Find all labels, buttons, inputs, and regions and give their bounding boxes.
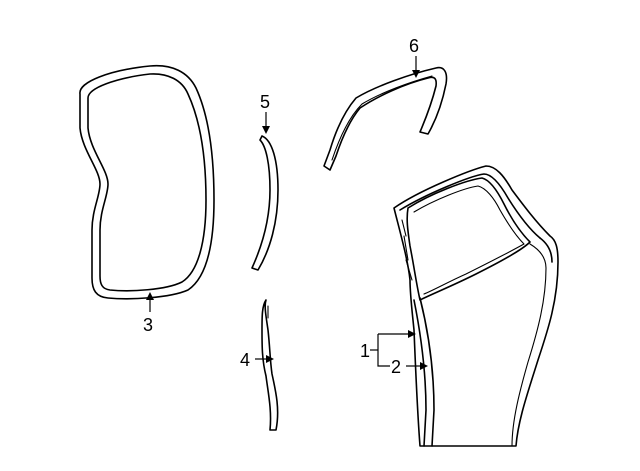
callout-6: 6 bbox=[409, 36, 419, 56]
callout-1: 1 bbox=[360, 341, 370, 361]
rear-door-shell bbox=[393, 165, 559, 447]
callout-3: 3 bbox=[143, 315, 153, 335]
part-3-weatherstrip bbox=[79, 64, 215, 300]
leader-lines bbox=[146, 56, 428, 370]
part-4-weatherstrip bbox=[261, 299, 279, 431]
callout-4: 4 bbox=[240, 350, 250, 370]
part-6-window-channel bbox=[323, 66, 448, 171]
callout-5: 5 bbox=[260, 92, 270, 112]
part-5-applique bbox=[251, 135, 279, 271]
callout-2: 2 bbox=[391, 357, 401, 377]
